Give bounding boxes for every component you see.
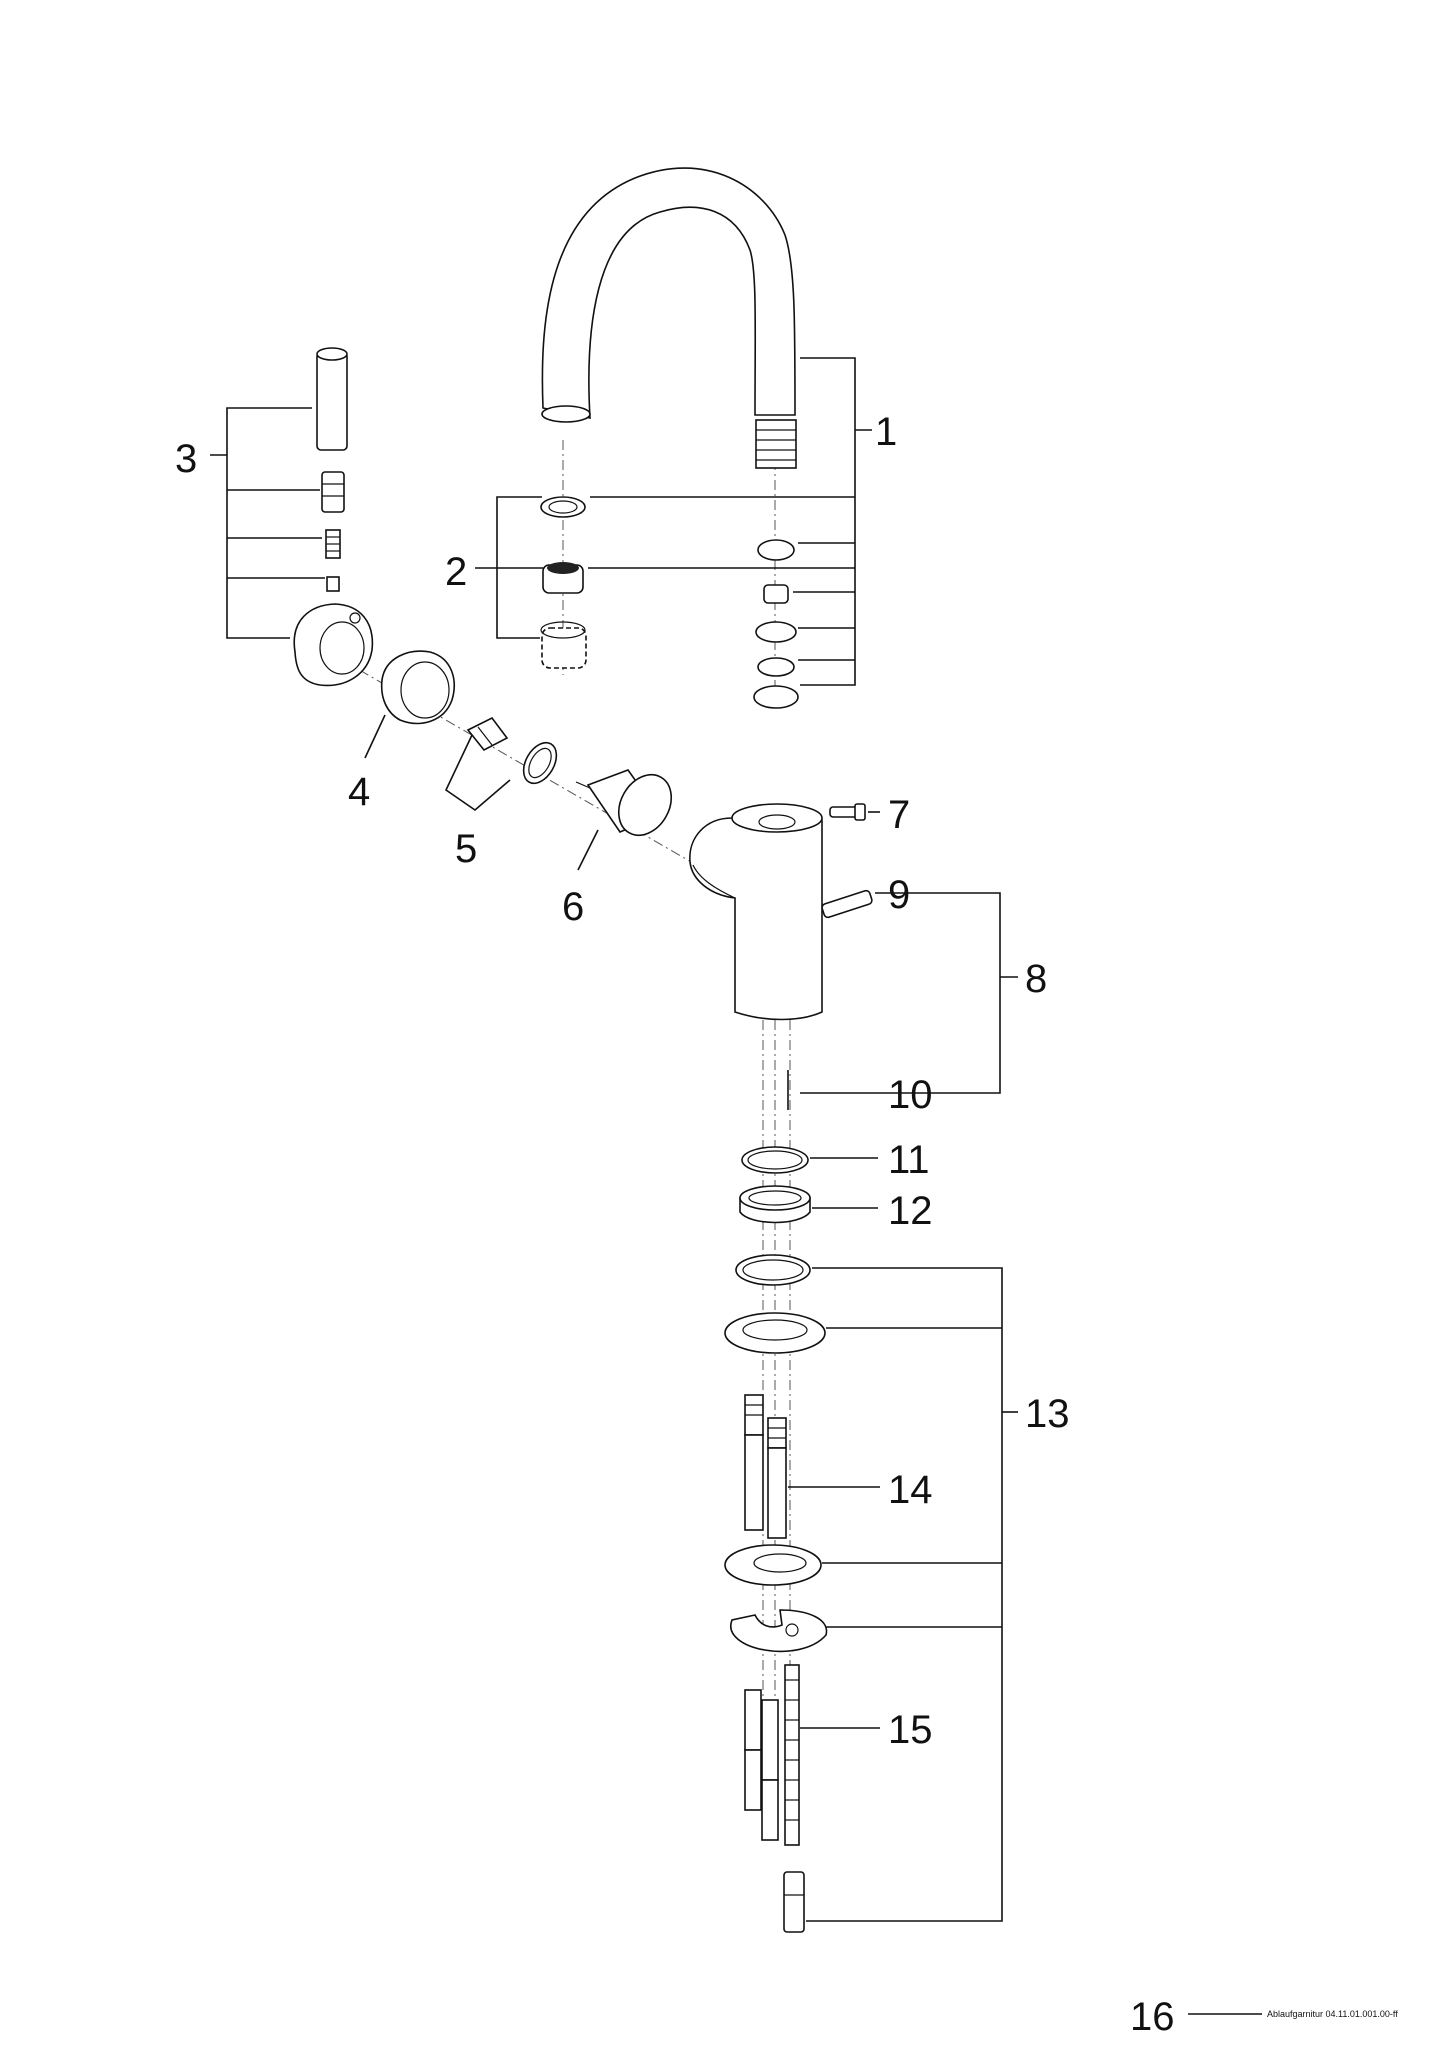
threaded-ring xyxy=(739,1185,811,1224)
callout-6: 6 xyxy=(562,885,584,929)
spout xyxy=(541,167,797,469)
callout-7: 7 xyxy=(888,793,910,837)
callout-5: 5 xyxy=(455,827,477,871)
aerator-set xyxy=(540,496,587,669)
callout-2: 2 xyxy=(445,550,467,594)
lever-handle-kit xyxy=(293,347,374,687)
callout-14: 14 xyxy=(888,1468,933,1512)
spout-seal-set xyxy=(753,539,799,709)
callout-11: 11 xyxy=(888,1138,930,1182)
callout-13: 13 xyxy=(1025,1392,1070,1436)
pin xyxy=(821,889,873,919)
callout-9: 9 xyxy=(888,873,910,917)
callout-1: 1 xyxy=(875,410,897,454)
mixer-body xyxy=(689,803,823,1021)
callout-labels: 1 2 3 4 5 6 7 8 9 10 11 12 13 14 15 16 A… xyxy=(175,410,1398,2039)
supply-hoses xyxy=(744,1394,787,1539)
handle-sleeve xyxy=(380,650,455,725)
callout-4: 4 xyxy=(348,770,370,814)
hose-ends-threaded-rod xyxy=(744,1664,800,1846)
callout-16: 16 xyxy=(1130,1995,1175,2039)
cartridge-clip-ring xyxy=(466,716,558,785)
callout-12: 12 xyxy=(888,1189,933,1233)
callout-10: 10 xyxy=(888,1073,933,1117)
callout-8: 8 xyxy=(1025,957,1047,1001)
footer-reference: Ablaufgarnitur 04.11.01.001.00-ff xyxy=(1267,2009,1398,2019)
callout-15: 15 xyxy=(888,1708,933,1752)
callout-3: 3 xyxy=(175,437,197,481)
grub-screw xyxy=(829,803,866,821)
mounting-set xyxy=(724,1254,828,1933)
spout-thread xyxy=(755,419,797,469)
o-ring xyxy=(741,1146,809,1174)
leader-lines xyxy=(210,357,1262,2015)
cartridge xyxy=(575,769,673,836)
